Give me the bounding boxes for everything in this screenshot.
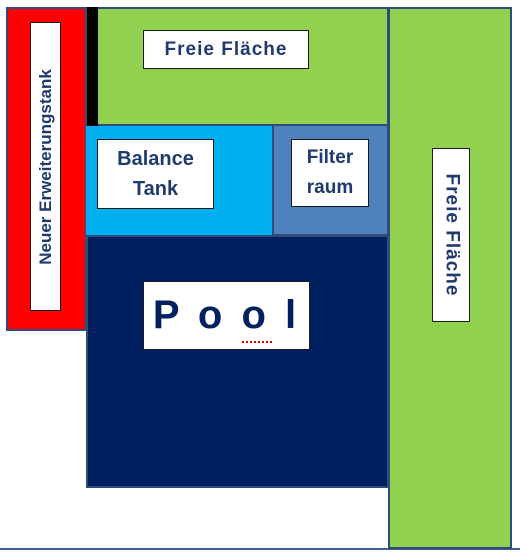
balance-tank-label-line2: Tank	[132, 178, 179, 200]
free-area-right-label-text: Freie Fläche	[441, 173, 463, 297]
expansion-tank-label-text: Neuer Erweiterungstank	[35, 68, 55, 265]
free-area-top-label-text: Freie Fläche	[164, 38, 288, 60]
filter-room-label: Filter raum	[291, 139, 369, 207]
bottom-frame-line	[0, 548, 520, 550]
free-area-top-label: Freie Fläche	[143, 30, 309, 69]
balance-tank-label: Balance Tank	[97, 139, 214, 209]
free-area-right-label: Freie Fläche	[432, 148, 470, 322]
divider-bar	[87, 7, 98, 126]
filter-room-label-line2: raum	[306, 177, 354, 198]
spellcheck-underline	[242, 338, 272, 343]
expansion-tank-label: Neuer Erweiterungstank	[30, 22, 61, 311]
filter-room-label-line1: Filter	[306, 147, 354, 168]
pool-label-text: P o o l	[152, 293, 301, 337]
pool-region	[86, 235, 389, 488]
balance-tank-label-line1: Balance	[117, 148, 194, 170]
pool-label: P o o l	[143, 281, 310, 350]
